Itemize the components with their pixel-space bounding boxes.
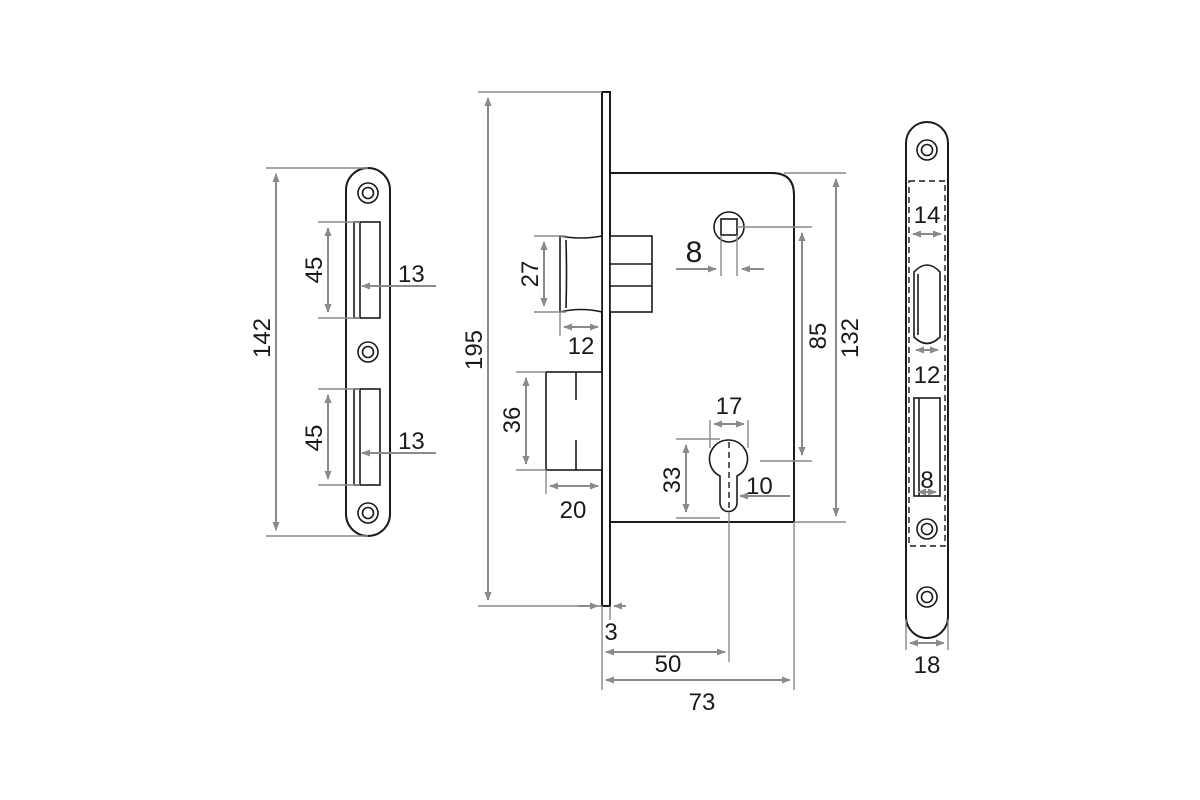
dim-left-lower-slot-height: 45 xyxy=(301,425,328,452)
dim-left-strike-height: 142 xyxy=(249,318,276,358)
right-strike-plate xyxy=(905,121,949,639)
left-strike-screw-bottom-icon xyxy=(357,502,379,524)
right-strike-screw-mid-icon xyxy=(916,518,938,540)
left-dimensions: 142 45 13 45 13 xyxy=(249,167,436,537)
dim-right-lower-slot-width: 8 xyxy=(920,467,933,494)
faceplate xyxy=(601,91,611,607)
dim-right-upper-slot-width: 14 xyxy=(914,202,941,229)
left-strike-screw-mid-icon xyxy=(357,341,379,363)
latch-bolt xyxy=(559,235,603,314)
dim-cylinder-bottom-width: 10 xyxy=(746,473,773,500)
left-strike-plate xyxy=(345,167,391,537)
right-strike-upper-slot xyxy=(913,264,941,345)
dim-faceplate-thickness: 3 xyxy=(604,619,617,646)
dim-spindle-to-cylinder: 85 xyxy=(805,323,832,350)
latch-tail xyxy=(609,235,653,313)
dim-cylinder-width: 17 xyxy=(716,393,743,420)
dim-cylinder-height: 33 xyxy=(659,467,686,494)
dim-backset: 50 xyxy=(655,651,682,678)
left-strike-screw-top-icon xyxy=(357,182,379,204)
right-strike-screw-bottom-icon xyxy=(916,586,938,608)
dim-left-upper-slot-width: 13 xyxy=(398,261,425,288)
lock-case xyxy=(609,172,795,523)
dim-case-height: 132 xyxy=(837,318,864,358)
dim-deadbolt-width: 20 xyxy=(560,497,587,524)
dim-left-upper-slot-height: 45 xyxy=(301,257,328,284)
left-strike-upper-slot xyxy=(353,221,381,319)
dim-left-lower-slot-width: 13 xyxy=(398,428,425,455)
spindle-square-icon xyxy=(720,218,738,236)
left-strike-lower-slot xyxy=(353,388,381,486)
dim-case-depth: 73 xyxy=(689,689,716,716)
right-strike-screw-top-icon xyxy=(916,139,938,161)
right-strike-outline xyxy=(905,121,949,639)
dim-right-gap: 12 xyxy=(914,362,941,389)
dim-latch-height: 27 xyxy=(517,261,544,288)
dim-faceplate-height: 195 xyxy=(461,330,488,370)
dim-latch-width: 12 xyxy=(568,333,595,360)
dim-right-plate-width: 18 xyxy=(914,652,941,679)
right-dimensions: 14 12 8 18 xyxy=(905,202,949,679)
dim-deadbolt-height: 36 xyxy=(499,407,526,434)
deadbolt xyxy=(545,371,603,471)
main-dimensions: 195 27 12 36 20 8 85 132 xyxy=(461,91,864,716)
dim-spindle-square: 8 xyxy=(686,236,703,269)
